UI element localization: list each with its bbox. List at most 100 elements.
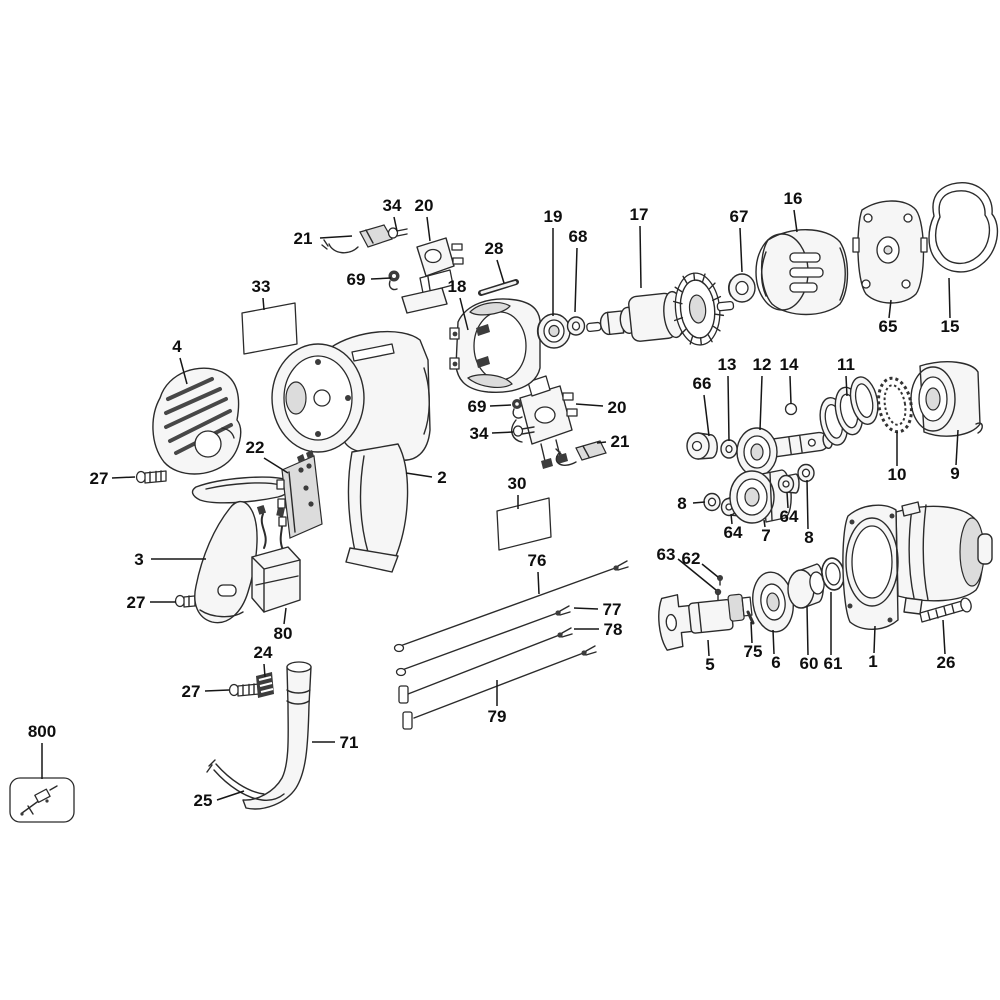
- callout-63: 63: [657, 545, 676, 564]
- callout-68: 68: [569, 227, 588, 246]
- callout-15: 15: [941, 317, 960, 336]
- callout-6: 6: [771, 653, 780, 672]
- part-30-label: [496, 497, 552, 551]
- leader-line-68: [574, 247, 578, 313]
- callout-2: 2: [437, 468, 446, 487]
- leader-line-25: [216, 790, 245, 801]
- part-27-screw-a: [135, 470, 167, 484]
- leader-line-62: [701, 563, 719, 578]
- callout-78: 78: [604, 620, 623, 639]
- leader-line-15: [948, 277, 951, 319]
- part-79-lead-wire: [402, 645, 597, 730]
- part-3-handle-cover: [191, 476, 293, 624]
- leader-line-22: [263, 457, 289, 474]
- part-21-brush-lower: [555, 440, 607, 466]
- leader-line-9: [955, 429, 959, 466]
- leader-line-27: [204, 689, 230, 692]
- callout-61: 61: [824, 654, 843, 673]
- callout-10: 10: [888, 465, 907, 484]
- leader-line-69: [370, 277, 392, 280]
- leader-line-77: [573, 607, 599, 610]
- leader-line-6: [772, 629, 775, 655]
- part-15-gasket: [928, 182, 999, 273]
- part-75-pin: [746, 610, 755, 625]
- part-16-fan-baffle: [755, 229, 849, 316]
- callout-16: 16: [784, 189, 803, 208]
- part-76-lead-wire: [393, 560, 629, 653]
- callout-80: 80: [274, 624, 293, 643]
- leader-line-75: [750, 621, 753, 644]
- callout-17: 17: [630, 205, 649, 224]
- part-20-switch-top: [401, 237, 464, 314]
- callout-5: 5: [705, 655, 714, 674]
- callout-24: 24: [254, 643, 273, 662]
- callout-69: 69: [468, 397, 487, 416]
- leader-line-67: [739, 227, 743, 273]
- callout-21: 21: [294, 229, 313, 248]
- part-69-grommet-lower: [512, 399, 523, 419]
- callout-27: 27: [90, 469, 109, 488]
- part-28-pin: [478, 279, 519, 296]
- callout-4: 4: [172, 337, 182, 356]
- leader-line-14: [789, 375, 792, 405]
- part-77-lead-wire: [395, 605, 571, 677]
- part-9-cylinder: [910, 361, 983, 437]
- callout-19: 19: [544, 207, 563, 226]
- leader-line-20: [426, 216, 431, 242]
- callout-66: 66: [693, 374, 712, 393]
- part-8-washer-left: [703, 492, 721, 512]
- part-64-bushing-right: [777, 473, 800, 494]
- part-4-motor-end-cover: [152, 367, 242, 475]
- leader-line-21: [596, 441, 607, 444]
- callout-64: 64: [780, 507, 799, 526]
- callout-71: 71: [340, 733, 359, 752]
- callout-77: 77: [603, 600, 622, 619]
- part-17-armature: [586, 272, 735, 346]
- callout-76: 76: [528, 551, 547, 570]
- leader-line-5: [707, 639, 710, 657]
- callout-65: 65: [879, 317, 898, 336]
- callout-14: 14: [780, 355, 799, 374]
- part-60-bushing: [787, 563, 825, 609]
- part-78-lead-wire: [398, 627, 573, 704]
- part-6-washer: [752, 571, 794, 633]
- part-800-complete-tool-box: [9, 777, 75, 823]
- callout-3: 3: [134, 550, 143, 569]
- leader-line-80: [283, 607, 287, 625]
- callout-69: 69: [347, 270, 366, 289]
- part-71-cord-protector: [242, 661, 312, 810]
- callout-20: 20: [608, 398, 627, 417]
- leader-line-64: [730, 513, 733, 525]
- callout-12: 12: [753, 355, 772, 374]
- fan: [672, 272, 725, 346]
- leader-line-26: [942, 619, 946, 655]
- leader-line-34: [393, 216, 398, 232]
- part-69-grommet-top: [388, 270, 400, 291]
- part-22-electronic-module: [276, 450, 323, 539]
- callout-33: 33: [252, 277, 271, 296]
- callout-25: 25: [194, 791, 213, 810]
- part-24-cord-clamp: [256, 672, 274, 698]
- callout-64: 64: [724, 523, 743, 542]
- part-68-washer: [566, 316, 586, 336]
- callout-20: 20: [415, 196, 434, 215]
- callout-34: 34: [470, 424, 489, 443]
- leader-line-1: [873, 625, 876, 654]
- part-13-washer: [720, 439, 738, 459]
- callout-8: 8: [804, 528, 813, 547]
- part-19-bearing: [536, 313, 571, 349]
- callout-27: 27: [127, 593, 146, 612]
- callout-18: 18: [448, 277, 467, 296]
- callout-79: 79: [488, 707, 507, 726]
- part-66-bearing-retainer: [686, 432, 718, 460]
- callout-26: 26: [937, 653, 956, 672]
- part-14-ball: [784, 402, 798, 416]
- leader-line-33: [262, 297, 265, 311]
- callout-27: 27: [182, 682, 201, 701]
- leader-line-18: [459, 297, 469, 331]
- callout-28: 28: [485, 239, 504, 258]
- callout-9: 9: [950, 464, 959, 483]
- callout-8: 8: [677, 494, 686, 513]
- leader-line-16: [793, 209, 798, 233]
- part-20-brush-holder-lower: [511, 375, 578, 469]
